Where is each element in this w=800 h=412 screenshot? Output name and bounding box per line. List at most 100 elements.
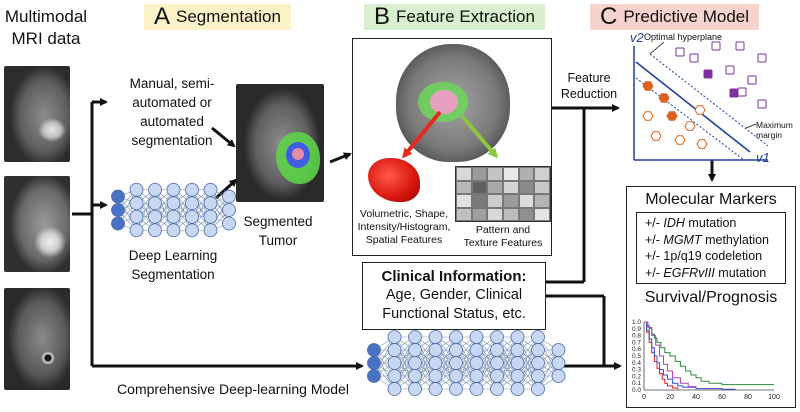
- section-b-letter: B: [374, 3, 391, 30]
- texture-cell: [456, 207, 472, 221]
- net-node: [469, 369, 484, 383]
- texture-features-text: Pattern and Texture Features: [456, 224, 550, 250]
- svm-class-a-point: [689, 53, 699, 63]
- net-node: [387, 382, 402, 396]
- survival-title: Survival/Prognosis: [644, 289, 778, 306]
- texture-cell: [487, 207, 503, 221]
- svm-axis-v2: v2: [630, 30, 644, 45]
- net-node: [367, 369, 381, 383]
- section-c-letter: C: [600, 3, 618, 30]
- svm-class-b-point: [696, 139, 708, 149]
- texture-cell: [487, 194, 503, 208]
- net-edge: [154, 189, 174, 231]
- km-y-tick-label: 0.1: [632, 380, 641, 387]
- arrow-manual-to-tumor: [211, 126, 236, 148]
- texture-cell: [503, 194, 519, 208]
- svm-class-b-point: [666, 111, 678, 121]
- net-node: [551, 369, 566, 383]
- km-x-tick-label: 100: [768, 394, 780, 401]
- km-y-tick-label: 0.7: [632, 339, 641, 346]
- texture-cell: [487, 180, 503, 194]
- marker-gene: IDH: [663, 216, 685, 230]
- net-node: [510, 330, 525, 344]
- svm-class-a-point: [757, 53, 767, 63]
- km-y-tick-label: 1.0: [632, 319, 641, 326]
- net-edge: [517, 349, 539, 390]
- net-node: [166, 223, 181, 238]
- net-node: [222, 189, 236, 204]
- svm-class-b-point: [650, 131, 662, 141]
- net-edge: [373, 336, 395, 377]
- mri-scan-2: [4, 176, 70, 272]
- net-node: [428, 343, 443, 357]
- marker-row-egfr: +/- EGFRvIII mutation: [645, 265, 785, 282]
- net-edge: [496, 336, 518, 377]
- svm-class-a-point: [703, 69, 713, 79]
- net-node: [129, 182, 144, 197]
- net-node: [531, 343, 545, 357]
- texture-line-1: Pattern and: [475, 224, 531, 236]
- marker-suffix: 1p/q19 codeletion: [663, 249, 763, 263]
- section-c-label: Predictive Model: [623, 7, 750, 26]
- km-x-tick-label: 0: [642, 394, 646, 401]
- net-node: [428, 330, 443, 344]
- segmented-tumor-image: [236, 84, 324, 202]
- svm-class-a-point: [757, 99, 767, 109]
- net-node: [387, 343, 402, 357]
- net-node: [490, 343, 504, 357]
- net-node: [531, 330, 545, 344]
- net-node: [166, 209, 181, 224]
- net-edge: [496, 349, 518, 390]
- maximum-margin-label: Maximum margin: [756, 120, 793, 140]
- clinical-info-box: Clinical Information: Age, Gender, Clini…: [362, 262, 546, 330]
- segmented-line-1: Segmented: [243, 214, 313, 229]
- net-node: [148, 182, 162, 197]
- svm-class-a-point: [729, 88, 739, 98]
- mri-scan-1: [4, 66, 70, 162]
- net-node: [185, 196, 199, 211]
- net-edge: [173, 189, 193, 231]
- net-edge: [394, 336, 416, 377]
- segmented-tumor-text: Segmented Tumor: [238, 212, 318, 250]
- svm-class-a-point: [737, 87, 747, 97]
- marker-suffix: mutation: [714, 265, 767, 280]
- net-node: [408, 369, 422, 383]
- km-x-tick-label: 40: [692, 394, 700, 401]
- net-node: [203, 196, 218, 211]
- svm-margin-lower: [635, 77, 745, 161]
- section-a-letter: A: [154, 3, 171, 30]
- net-edge: [394, 349, 416, 390]
- dl-line-2: Segmentation: [131, 267, 215, 282]
- net-node: [428, 356, 443, 370]
- reduction-line-2: Reduction: [560, 87, 618, 101]
- km-x-tick-label: 60: [718, 394, 726, 401]
- dl-segmentation-network: [111, 182, 236, 238]
- marker-prefix: +/-: [645, 216, 664, 230]
- texture-cell: [503, 167, 519, 181]
- net-node: [111, 203, 125, 217]
- texture-cell: [471, 194, 488, 208]
- molecular-markers-title: Molecular Markers: [645, 191, 777, 208]
- net-node: [449, 343, 463, 357]
- km-y-tick-label: 0.6: [632, 346, 641, 353]
- net-node: [129, 209, 144, 224]
- marker-gene: MGMT: [663, 232, 702, 247]
- net-node: [490, 382, 504, 396]
- segmented-line-2: Tumor: [258, 233, 298, 248]
- clinical-line-1: Age, Gender, Clinical: [385, 287, 523, 303]
- net-node: [408, 356, 422, 370]
- km-y-tick-label: 0.3: [632, 367, 641, 374]
- net-edge: [191, 189, 211, 231]
- marker-row-idh: +/- IDH mutation: [645, 215, 785, 232]
- net-node: [203, 182, 218, 197]
- net-node: [469, 382, 484, 396]
- net-node: [531, 356, 545, 370]
- net-node: [510, 369, 525, 383]
- mri-scan-3: [4, 288, 70, 390]
- volumetric-line-3: Spatial Features: [365, 234, 443, 246]
- net-node: [111, 189, 125, 204]
- arrow-dl-to-tumor: [214, 178, 238, 200]
- net-edge: [435, 349, 457, 390]
